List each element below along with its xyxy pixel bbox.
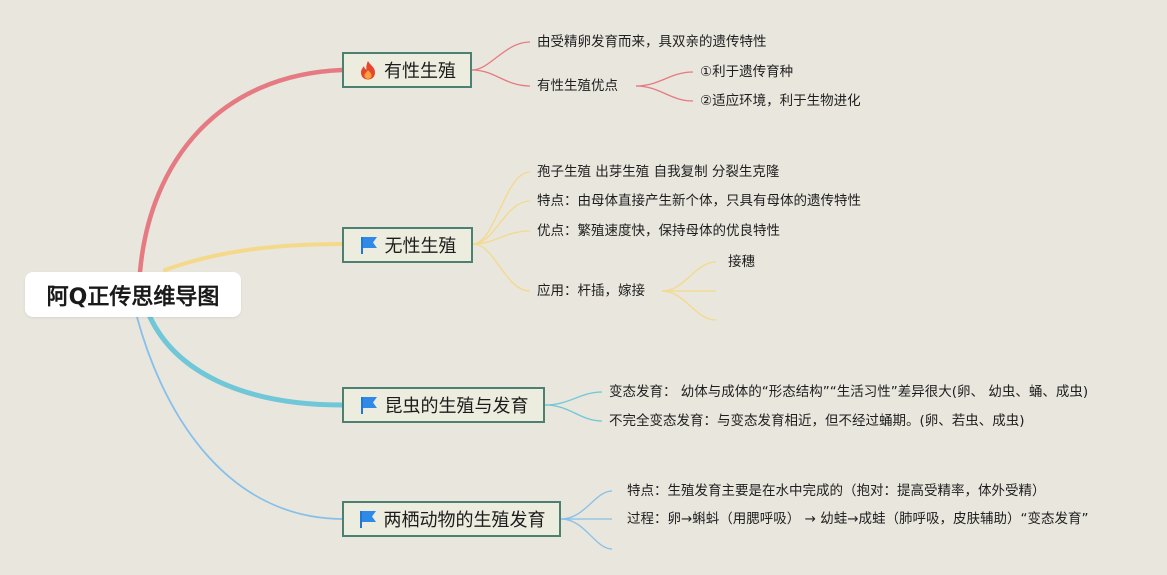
connector-b3-item2	[544, 404, 603, 422]
fire-icon	[358, 60, 378, 80]
branch-label: 无性生殖	[384, 236, 457, 257]
connector-b1-sub1	[635, 71, 694, 87]
node-b2-sub1[interactable]: 接穗	[728, 254, 755, 270]
node-b2-item3[interactable]: 优点：繁殖速度快，保持母体的优良特性	[537, 223, 780, 239]
branch-label: 两栖动物的生殖发育	[383, 510, 546, 531]
node-b2-item2[interactable]: 特点：由母体直接产生新个体，只具有母体的遗传特性	[537, 193, 861, 209]
connector-root-branch-1	[137, 67, 345, 275]
node-b2-item4[interactable]: 应用：杆插，嫁接	[537, 283, 645, 299]
connector-b2-sub1	[661, 261, 717, 292]
node-b2-item1[interactable]: 孢子生殖 出芽生殖 自我复制 分裂生克隆	[537, 164, 780, 180]
blue-flag-icon	[359, 395, 379, 415]
connector-b2-item3	[472, 230, 531, 245]
node-b4-item2[interactable]: 过程：卵→蝌蚪（用腮呼吸） → 幼蛙→成蛙（肺呼吸，皮肤辅助）“变态发育”	[627, 511, 1089, 527]
connector-b4-item3	[560, 518, 613, 550]
connector-b1-sub2	[635, 85, 694, 102]
branch-label: 昆虫的生殖与发育	[384, 396, 529, 417]
node-b1-sub1[interactable]: ①利于遗传育种	[700, 64, 794, 80]
connector-b1-item1	[471, 41, 531, 71]
node-b3-item2[interactable]: 不完全变态发育：与变态发育相近，但不经过蛹期。(卵、若虫、成虫)	[609, 413, 1025, 429]
node-b1-item2[interactable]: 有性生殖优点	[537, 78, 618, 94]
connector-b3-item1	[544, 391, 603, 406]
connector-b2-item4	[472, 243, 531, 292]
connector-root-branch-2	[163, 242, 344, 272]
node-b1-sub2[interactable]: ②适应环境，利于生物进化	[700, 93, 861, 109]
node-b3-item1[interactable]: 变态发育： 幼体与成体的“形态结构”“生活习性”差异很大(卵、 幼虫、蛹、成虫)	[609, 384, 1089, 400]
branch-sexual-reproduction[interactable]: 有性生殖	[342, 52, 472, 88]
node-b4-item1[interactable]: 特点：生殖发育主要是在水中完成的（抱对：提高受精率，体外受精）	[627, 483, 1046, 499]
root-topic[interactable]: 阿Q正传思维导图	[25, 272, 241, 317]
root-title: 阿Q正传思维导图	[46, 284, 220, 310]
node-b1-item1[interactable]: 由受精卵发育而来，具双亲的遗传特性	[537, 34, 767, 50]
connector-root-branch-3	[147, 314, 345, 408]
branch-label: 有性生殖	[384, 61, 456, 82]
blue-flag-icon	[358, 509, 378, 529]
branch-insect-reproduction[interactable]: 昆虫的生殖与发育	[342, 387, 545, 423]
connector-root-branch-4	[136, 316, 343, 520]
connector-b2-item1	[472, 171, 531, 245]
blue-flag-icon	[359, 235, 379, 255]
branch-asexual-reproduction[interactable]: 无性生殖	[342, 227, 473, 263]
connector-b2-sub3	[661, 290, 717, 321]
connector-b2-item2	[472, 200, 531, 245]
connector-b4-item1	[560, 490, 613, 520]
connector-b1-item2	[471, 69, 531, 87]
branch-amphibian-reproduction[interactable]: 两栖动物的生殖发育	[342, 501, 561, 537]
